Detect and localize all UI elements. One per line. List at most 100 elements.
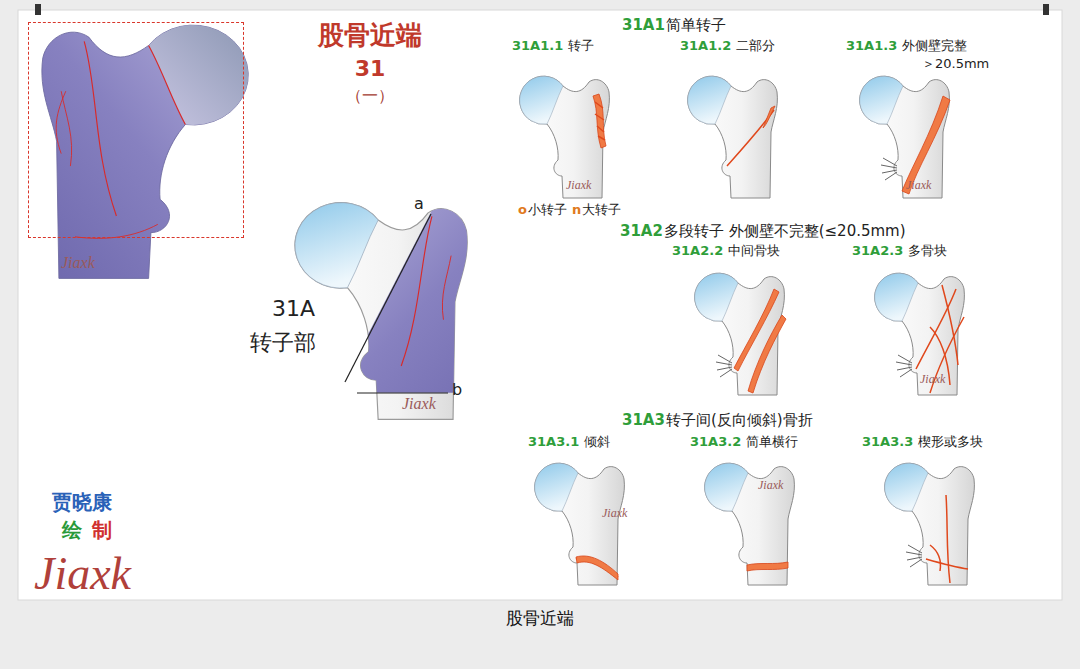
femoral-head (875, 273, 918, 321)
type-code: 31A1.2 (680, 38, 731, 54)
boundary-line (345, 214, 431, 382)
key-text: 大转子 (582, 202, 621, 218)
anatomy-line (442, 256, 451, 320)
fracture-band (763, 106, 775, 128)
diagram-title: 股骨近端 (318, 20, 422, 51)
femur-outline (688, 76, 778, 198)
type-name: 转子 (568, 38, 594, 54)
type-code: 31A3.2 (690, 434, 741, 450)
type-name: 简单横行 (746, 434, 798, 450)
author-logo: Jiaxk (34, 546, 131, 601)
femur-figure (860, 76, 950, 198)
section-number: 31 (355, 56, 386, 82)
type-name: 倾斜 (584, 434, 610, 450)
boundary-line (357, 392, 448, 393)
fracture-band (902, 96, 950, 194)
fracture-line (595, 102, 605, 140)
femoral-head (705, 463, 748, 511)
type-code: 31A3.1 (528, 434, 579, 450)
muscle-fan (716, 355, 732, 377)
fracture-band (576, 556, 618, 580)
diagram-caption: 股骨近端 (506, 608, 574, 628)
anatomy-line (149, 45, 186, 124)
fracture-line (916, 289, 956, 369)
muscle-fan (906, 545, 922, 567)
anatomy-line (75, 224, 158, 238)
poster-panel (18, 10, 1062, 600)
key-letter: n (572, 202, 581, 218)
muscle-fan (881, 158, 897, 180)
femoral-head (695, 273, 738, 321)
femoral-head (520, 76, 563, 124)
watermark: Jiaxk (602, 506, 627, 520)
group-name: 多段转子 外侧壁不完整(≤20.5mm) (664, 222, 906, 240)
type-name: 多骨块 (908, 243, 947, 259)
type-name: 中间骨块 (728, 243, 780, 259)
watermark: Jiaxk (566, 178, 591, 192)
femur-outline (535, 463, 625, 585)
group-name: 转子间(反向倾斜)骨折 (666, 411, 813, 429)
femur-figure (535, 463, 625, 585)
type-code: 31A2.2 (672, 243, 723, 259)
femoral-head (688, 76, 731, 124)
watermark: Jiaxk (402, 394, 436, 413)
frame-box: Jiaxk (28, 22, 244, 238)
type-name: 外侧壁完整 (902, 38, 967, 54)
fracture-line (946, 495, 950, 583)
femur-outline (875, 273, 965, 395)
pin (1043, 4, 1049, 15)
fracture-band (747, 562, 788, 571)
author-name: 贾晓康 (52, 490, 112, 514)
anatomy-line (401, 216, 432, 366)
line-letter: a (414, 194, 424, 213)
fracture-band (748, 315, 786, 393)
type-name: 二部分 (736, 38, 775, 54)
femur-outline (520, 76, 610, 198)
femur-figure (42, 25, 248, 278)
watermark: Jiaxk (758, 478, 783, 492)
type-code: 31A3.3 (862, 434, 913, 450)
femoral-head (535, 463, 578, 511)
anatomy-line (84, 41, 116, 216)
author-note: 制 (92, 518, 112, 542)
group-name: 简单转子 (666, 16, 726, 34)
femur-figure (705, 463, 795, 585)
watermark: Jiaxk (920, 372, 945, 386)
watermark: Jiaxk (906, 178, 931, 192)
femoral-head (149, 25, 249, 125)
fracture-line (930, 545, 941, 571)
region-code: 31A (272, 296, 315, 322)
fracture-band (593, 94, 606, 148)
group-code: 31A3 (622, 411, 665, 429)
femoral-head (295, 203, 378, 288)
node-text: Jiaxk (61, 253, 95, 272)
group-code: 31A2 (620, 222, 663, 240)
dimension: ＞20.5mm (922, 56, 989, 72)
femur-outline (860, 76, 950, 198)
author-note: 绘 (62, 518, 82, 542)
type-code: 31A2.3 (852, 243, 903, 259)
region-name: 转子部 (250, 330, 316, 356)
type-name: 楔形或多块 (918, 434, 983, 450)
femur-outline (885, 463, 975, 585)
pin (35, 4, 41, 15)
anatomy-line (56, 91, 71, 166)
line-letter: b (452, 380, 462, 399)
type-code: 31A1.1 (512, 38, 563, 54)
key-text: 小转子 (528, 202, 567, 218)
femur-outline (42, 25, 248, 278)
femoral-head (885, 463, 928, 511)
femur-figure (695, 273, 786, 395)
type-code: 31A1.3 (846, 38, 897, 54)
group-code: 31A1 (622, 16, 665, 34)
femur-figure (688, 76, 778, 198)
part-number: （一） (346, 86, 394, 105)
femur-figure (875, 273, 965, 395)
femur-figure (520, 76, 610, 198)
femur-outline (705, 463, 795, 585)
fracture-band (734, 289, 779, 371)
femoral-head (860, 76, 903, 124)
femur-figure (885, 463, 975, 585)
